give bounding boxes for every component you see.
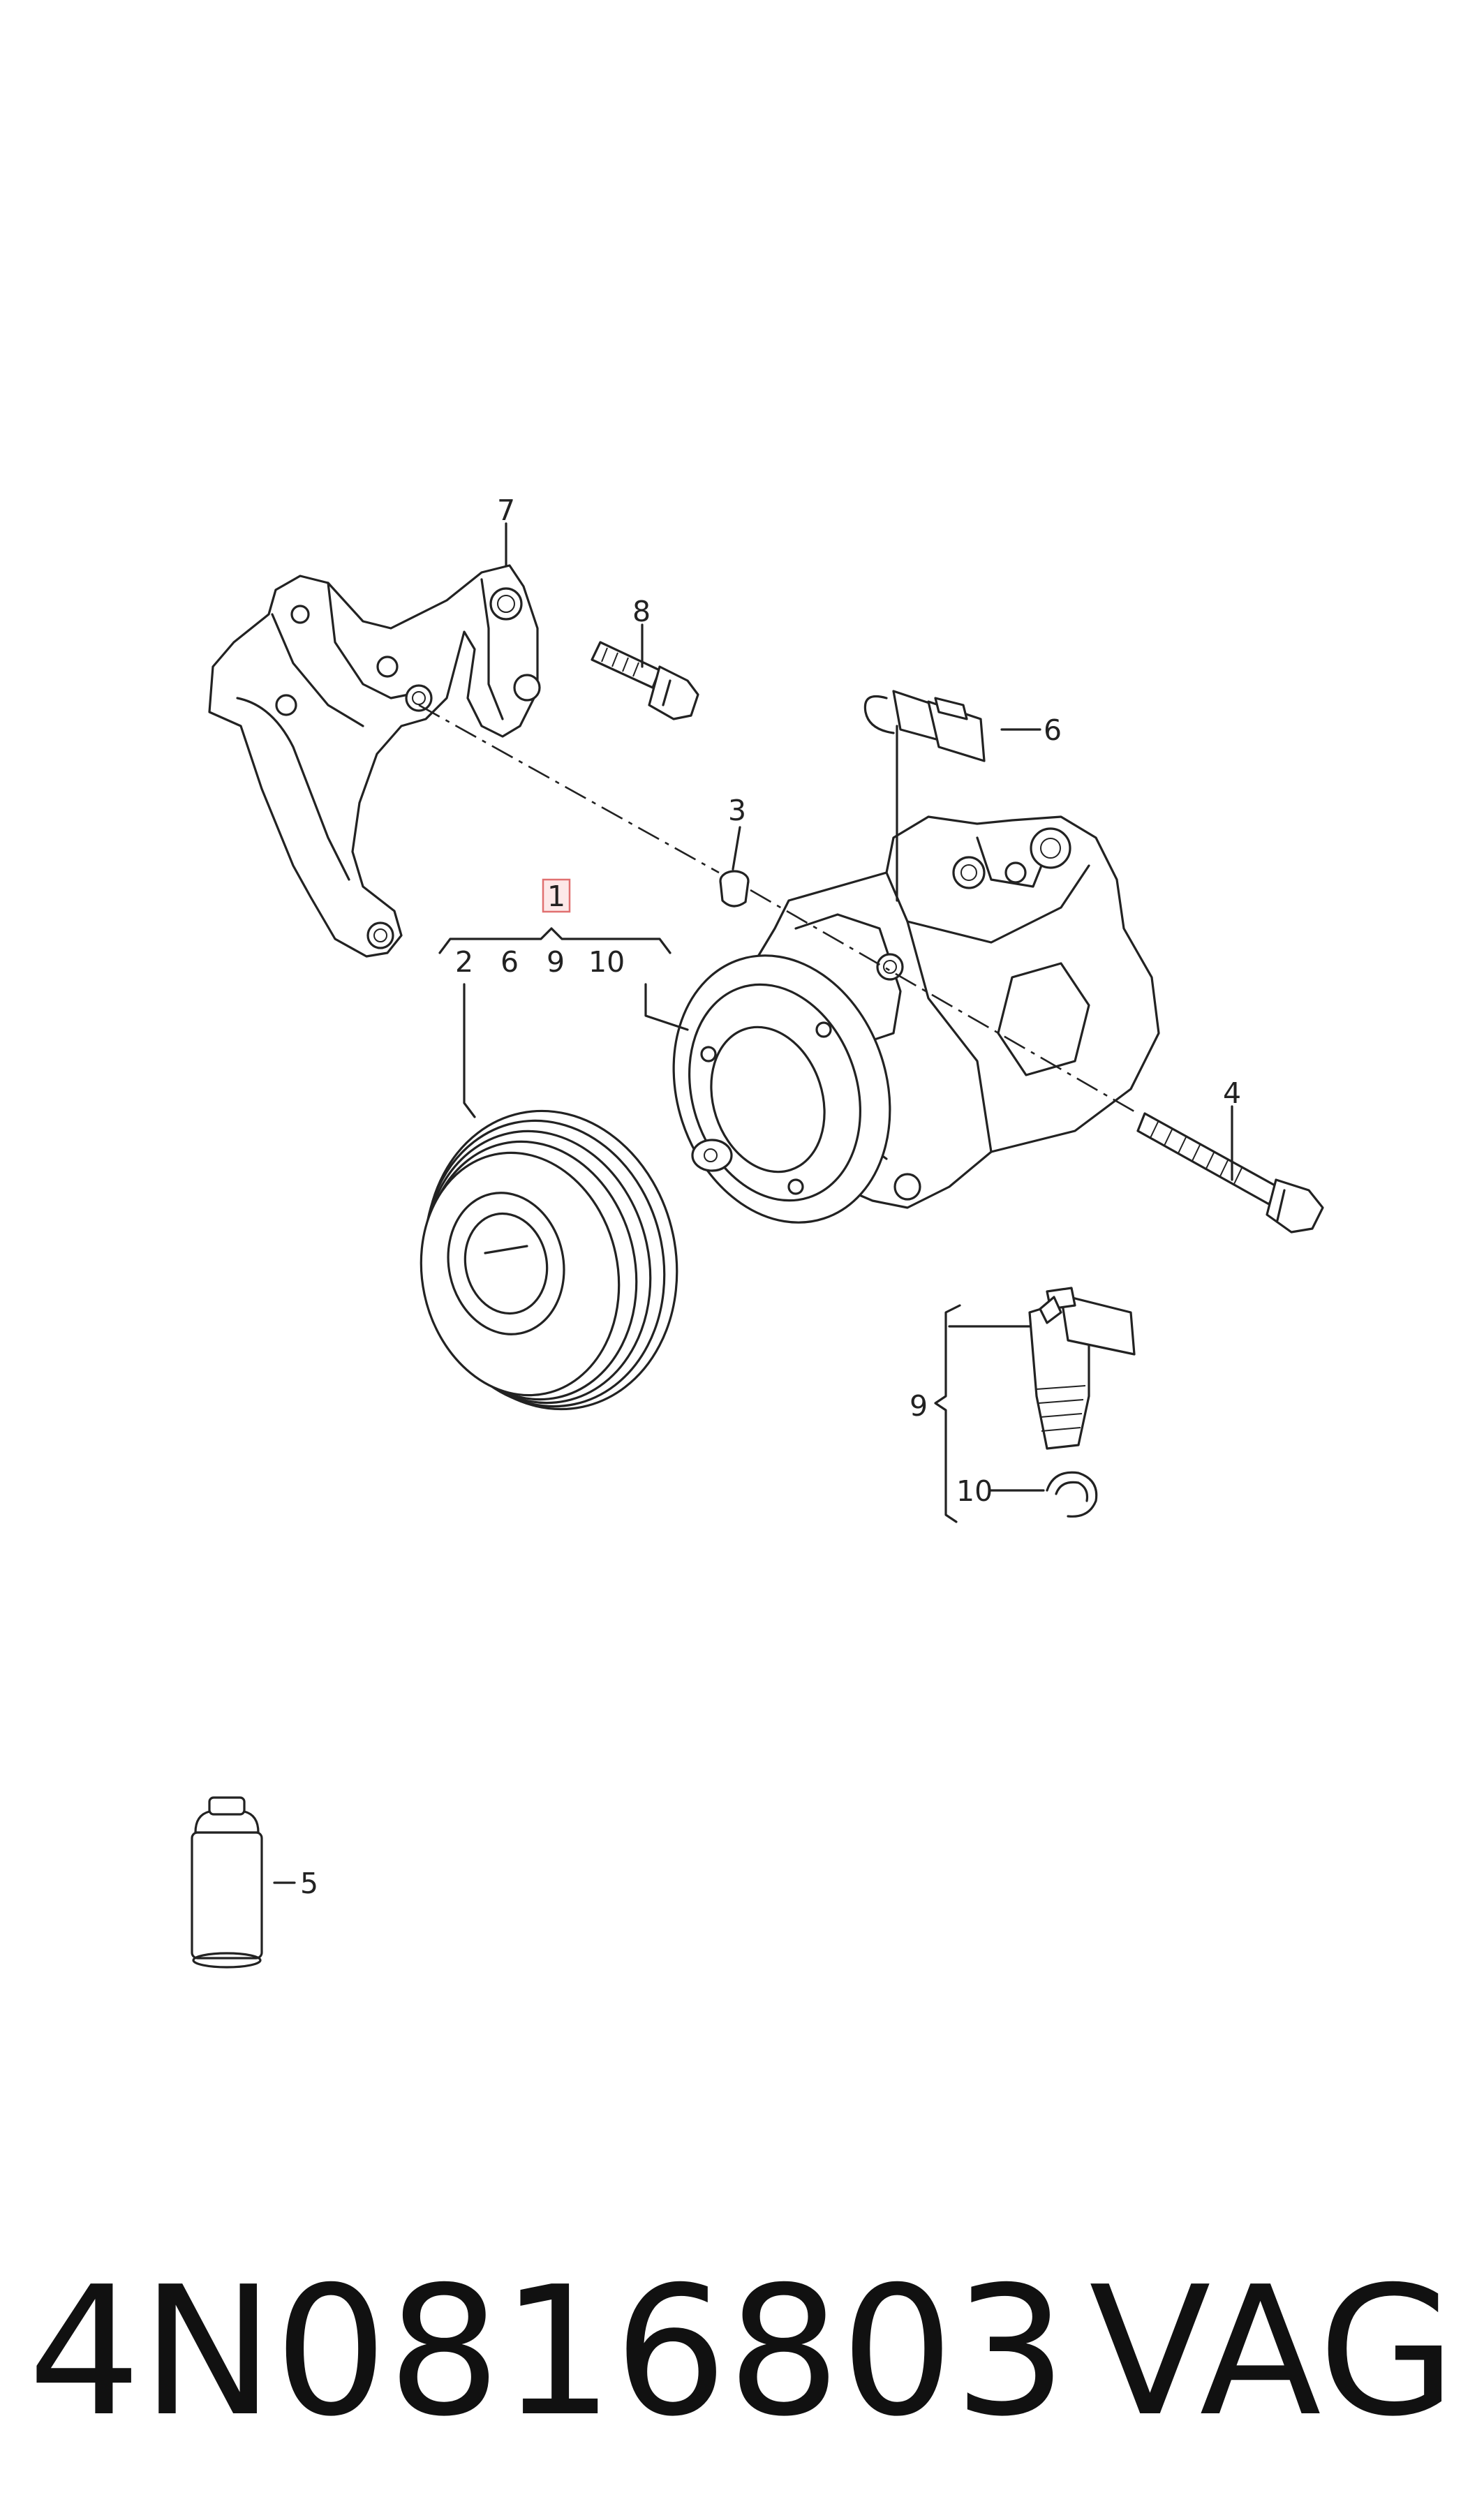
callout-2: 2 [455,945,473,979]
callout-4: 4 [1223,1076,1241,1110]
pulley-2-part [420,1109,678,1411]
brand-text: VAG [1089,2249,1456,2456]
exploded-parts-diagram: 1 2 6 9 10 3 4 5 6 7 8 9 10 [191,494,1324,1969]
sensor-9-part [1028,1287,1136,1450]
bracket-part [208,564,541,958]
oil-bottle-5-part [191,1796,263,1969]
callout-9-group: 9 [547,945,565,979]
bolt-8-part [591,641,699,720]
assembly-axis-line [418,704,1138,1115]
callout-10-group: 10 [588,945,625,979]
footer-caption: 4N0816803 VAG [0,2220,1484,2485]
callout-10: 10 [956,1474,993,1508]
callout-1-highlight-box [542,878,571,913]
callout-1: 1 [547,880,565,913]
part-number-text: 4N0816803 [28,2249,1067,2456]
leader-lines [273,522,1233,1884]
callout-9: 9 [910,1389,928,1423]
callout-labels: 1 2 6 9 10 3 4 5 6 7 8 9 10 [300,494,1241,1900]
circlip-10-part [1046,1471,1098,1518]
compressor-part [672,815,1160,1224]
bushing-3-part [719,870,750,908]
callout-5: 5 [300,1867,318,1900]
callout-7: 7 [497,494,515,527]
callout-6-group: 6 [500,945,519,979]
callout-8: 8 [632,595,651,628]
callout-6: 6 [1044,713,1062,747]
bolt-4-part [1136,1112,1324,1234]
callout-3: 3 [728,794,746,827]
sensor-6-part [863,690,986,762]
